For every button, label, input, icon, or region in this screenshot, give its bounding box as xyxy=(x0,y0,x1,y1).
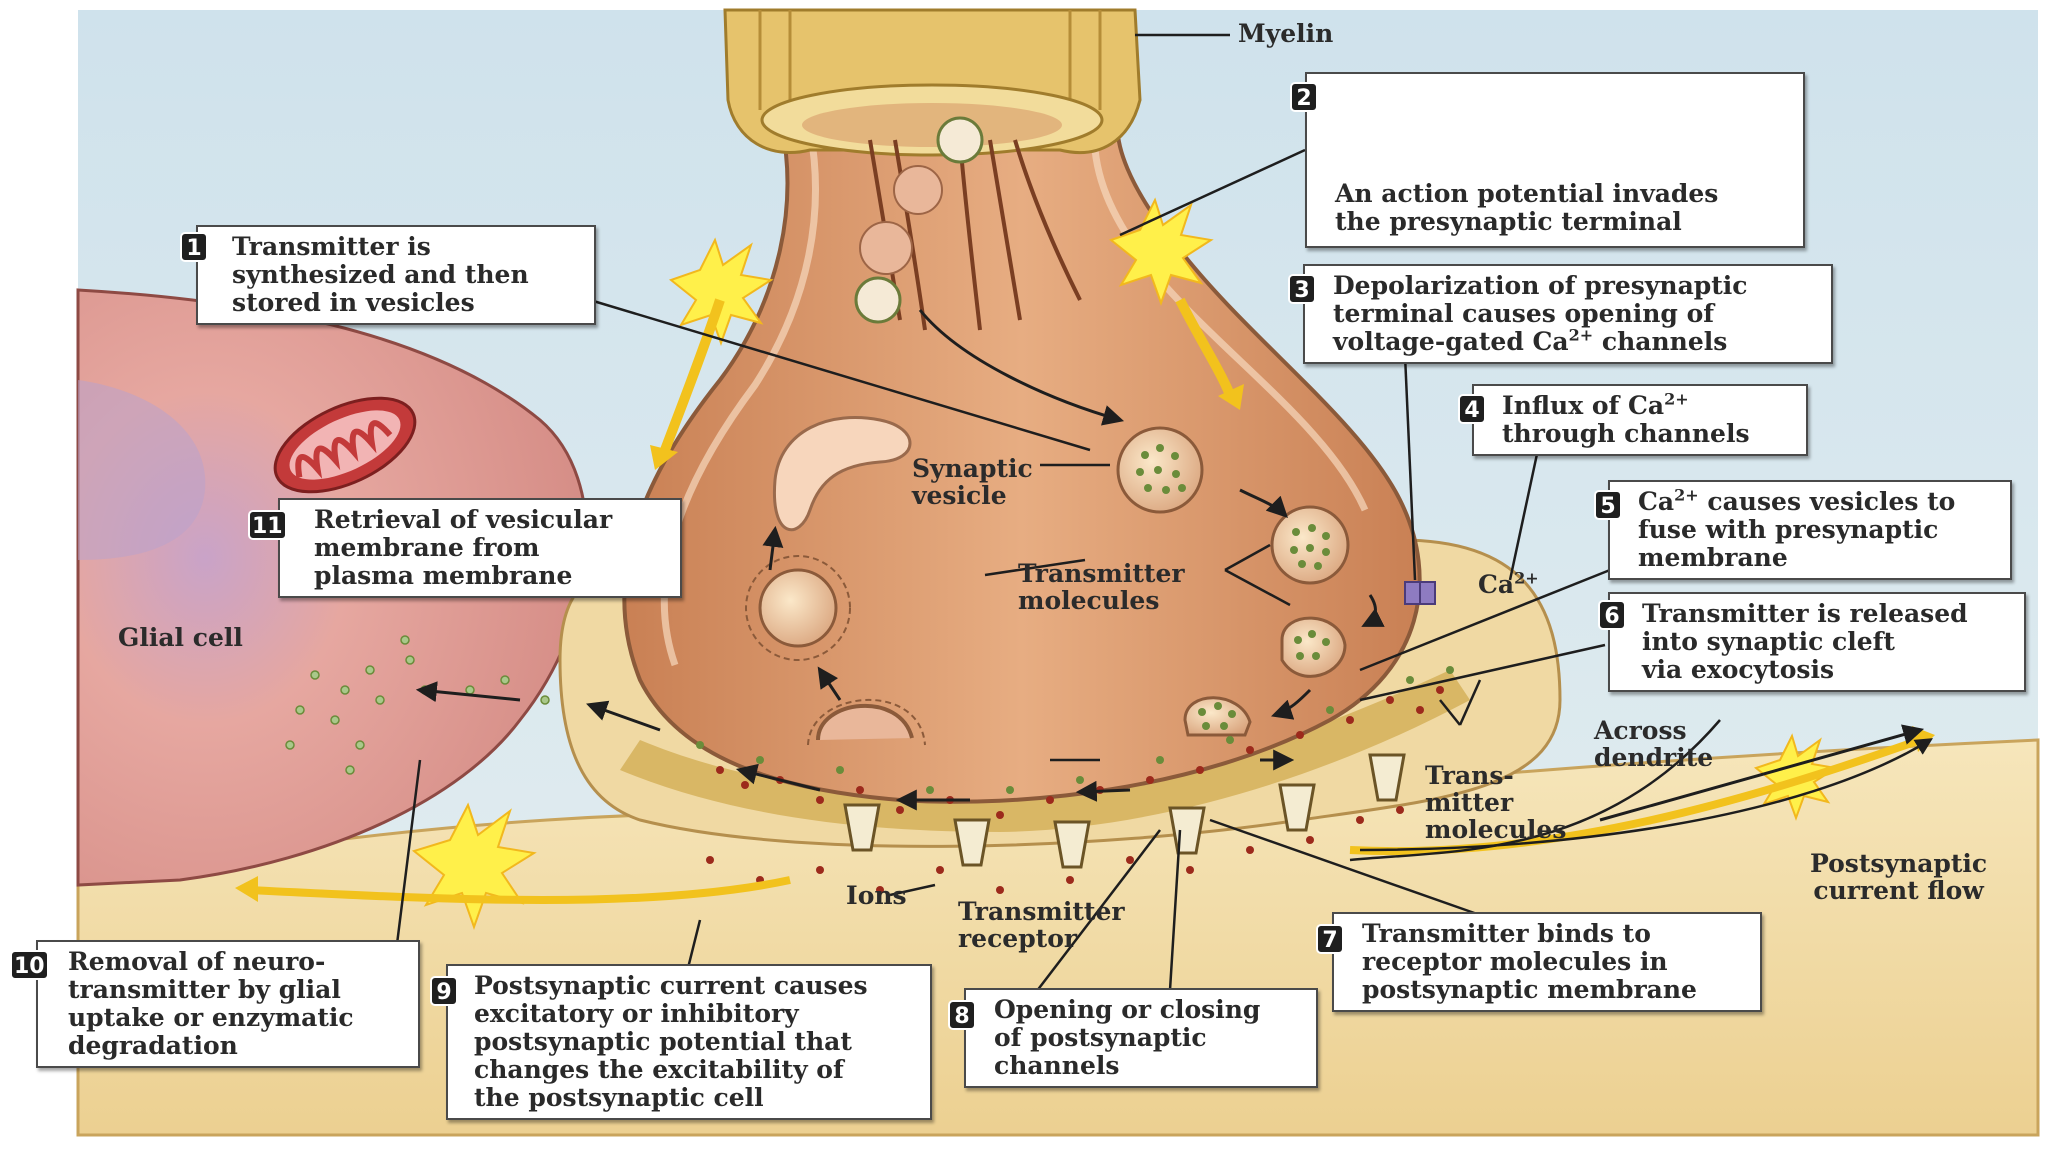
label-synaptic-vesicle: Synaptic vesicle xyxy=(912,454,1033,510)
callout-step-1: Transmitter is synthesized and then stor… xyxy=(196,225,596,325)
label-trans-mitter-molecules: Trans- mitter molecules xyxy=(1425,761,1567,844)
myelin-sheath xyxy=(723,8,1142,157)
label-transmitter-receptor: Transmitter receptor xyxy=(958,897,1125,953)
label-transmitter-molecules-inner: Transmitter molecules xyxy=(1018,559,1185,615)
label-glial-cell: Glial cell xyxy=(118,623,243,652)
label-ca-ion: Ca2+ xyxy=(1478,568,1539,599)
callout-step-4: Influx of Ca2+ through channels xyxy=(1472,384,1808,456)
badge-step-7: 7 xyxy=(1316,924,1344,954)
flow-arrows xyxy=(415,309,1925,822)
step-4-text-b: through channels xyxy=(1502,419,1750,448)
label-postsynaptic-current-flow: Postsynaptic current flow xyxy=(1810,849,1988,905)
badge-step-6: 6 xyxy=(1598,600,1626,630)
callout-step-11: Retrieval of vesicular membrane from pla… xyxy=(278,498,682,598)
badge-step-3: 3 xyxy=(1288,274,1316,304)
label-across-dendrite: Across dendrite xyxy=(1594,716,1714,772)
callout-step-5: Ca2+ causes vesicles to fuse with presyn… xyxy=(1608,480,2012,580)
glial-uptake-dots xyxy=(285,635,550,775)
badge-step-4: 4 xyxy=(1458,394,1486,424)
callout-step-6: Transmitter is released into synaptic cl… xyxy=(1608,592,2026,692)
callout-step-8: Opening or closing of postsynaptic chann… xyxy=(964,988,1318,1088)
step-5-text-b: causes vesicles to fuse with presynaptic… xyxy=(1638,487,1956,572)
green-transmitter xyxy=(696,666,1454,794)
axon-current-arrows xyxy=(660,297,1235,452)
pointer-lines xyxy=(388,148,1933,1001)
vesicle-contents xyxy=(1136,444,1330,730)
badge-step-8: 8 xyxy=(948,1000,976,1030)
step-3-superscript: 2+ xyxy=(1568,325,1594,345)
callout-step-10: Removal of neuro- transmitter by glial u… xyxy=(36,940,420,1068)
postsynaptic-current xyxy=(249,736,1922,904)
mitochondrion xyxy=(273,396,417,494)
badge-step-2: 2 xyxy=(1290,82,1318,112)
step-4-superscript: 2+ xyxy=(1664,389,1689,409)
ca-superscript: 2+ xyxy=(1514,568,1539,588)
step-5-text-a: Ca xyxy=(1638,487,1675,516)
glial-nucleus-edge xyxy=(78,380,206,560)
badge-step-10: 10 xyxy=(10,950,49,980)
released-transmitter xyxy=(706,686,1444,894)
badge-step-5: 5 xyxy=(1594,490,1622,520)
axon-vesicles xyxy=(854,116,984,324)
step-4-text-a: Influx of Ca xyxy=(1502,391,1665,420)
badge-step-11: 11 xyxy=(248,510,287,540)
endosome xyxy=(772,416,912,532)
callout-step-3: Depolarization of presynaptic terminal c… xyxy=(1303,264,1833,364)
badge-step-1: 1 xyxy=(180,232,208,262)
callout-step-7: Transmitter binds to receptor molecules … xyxy=(1332,912,1762,1012)
step-3-text-a: Depolarization of presynaptic terminal c… xyxy=(1333,271,1748,356)
callout-step-2: An action potential invades the presynap… xyxy=(1305,72,1805,248)
calcium-channel xyxy=(1404,581,1436,605)
step-5-superscript: 2+ xyxy=(1674,485,1699,505)
label-ions: Ions xyxy=(846,881,907,910)
ca-text: Ca xyxy=(1478,570,1515,599)
callout-step-9: Postsynaptic current causes excitatory o… xyxy=(446,964,932,1120)
coated-vesicles xyxy=(745,555,926,746)
label-myelin: Myelin xyxy=(1238,19,1334,48)
badge-step-9: 9 xyxy=(430,976,458,1006)
step-3-text-b: channels xyxy=(1593,327,1728,356)
